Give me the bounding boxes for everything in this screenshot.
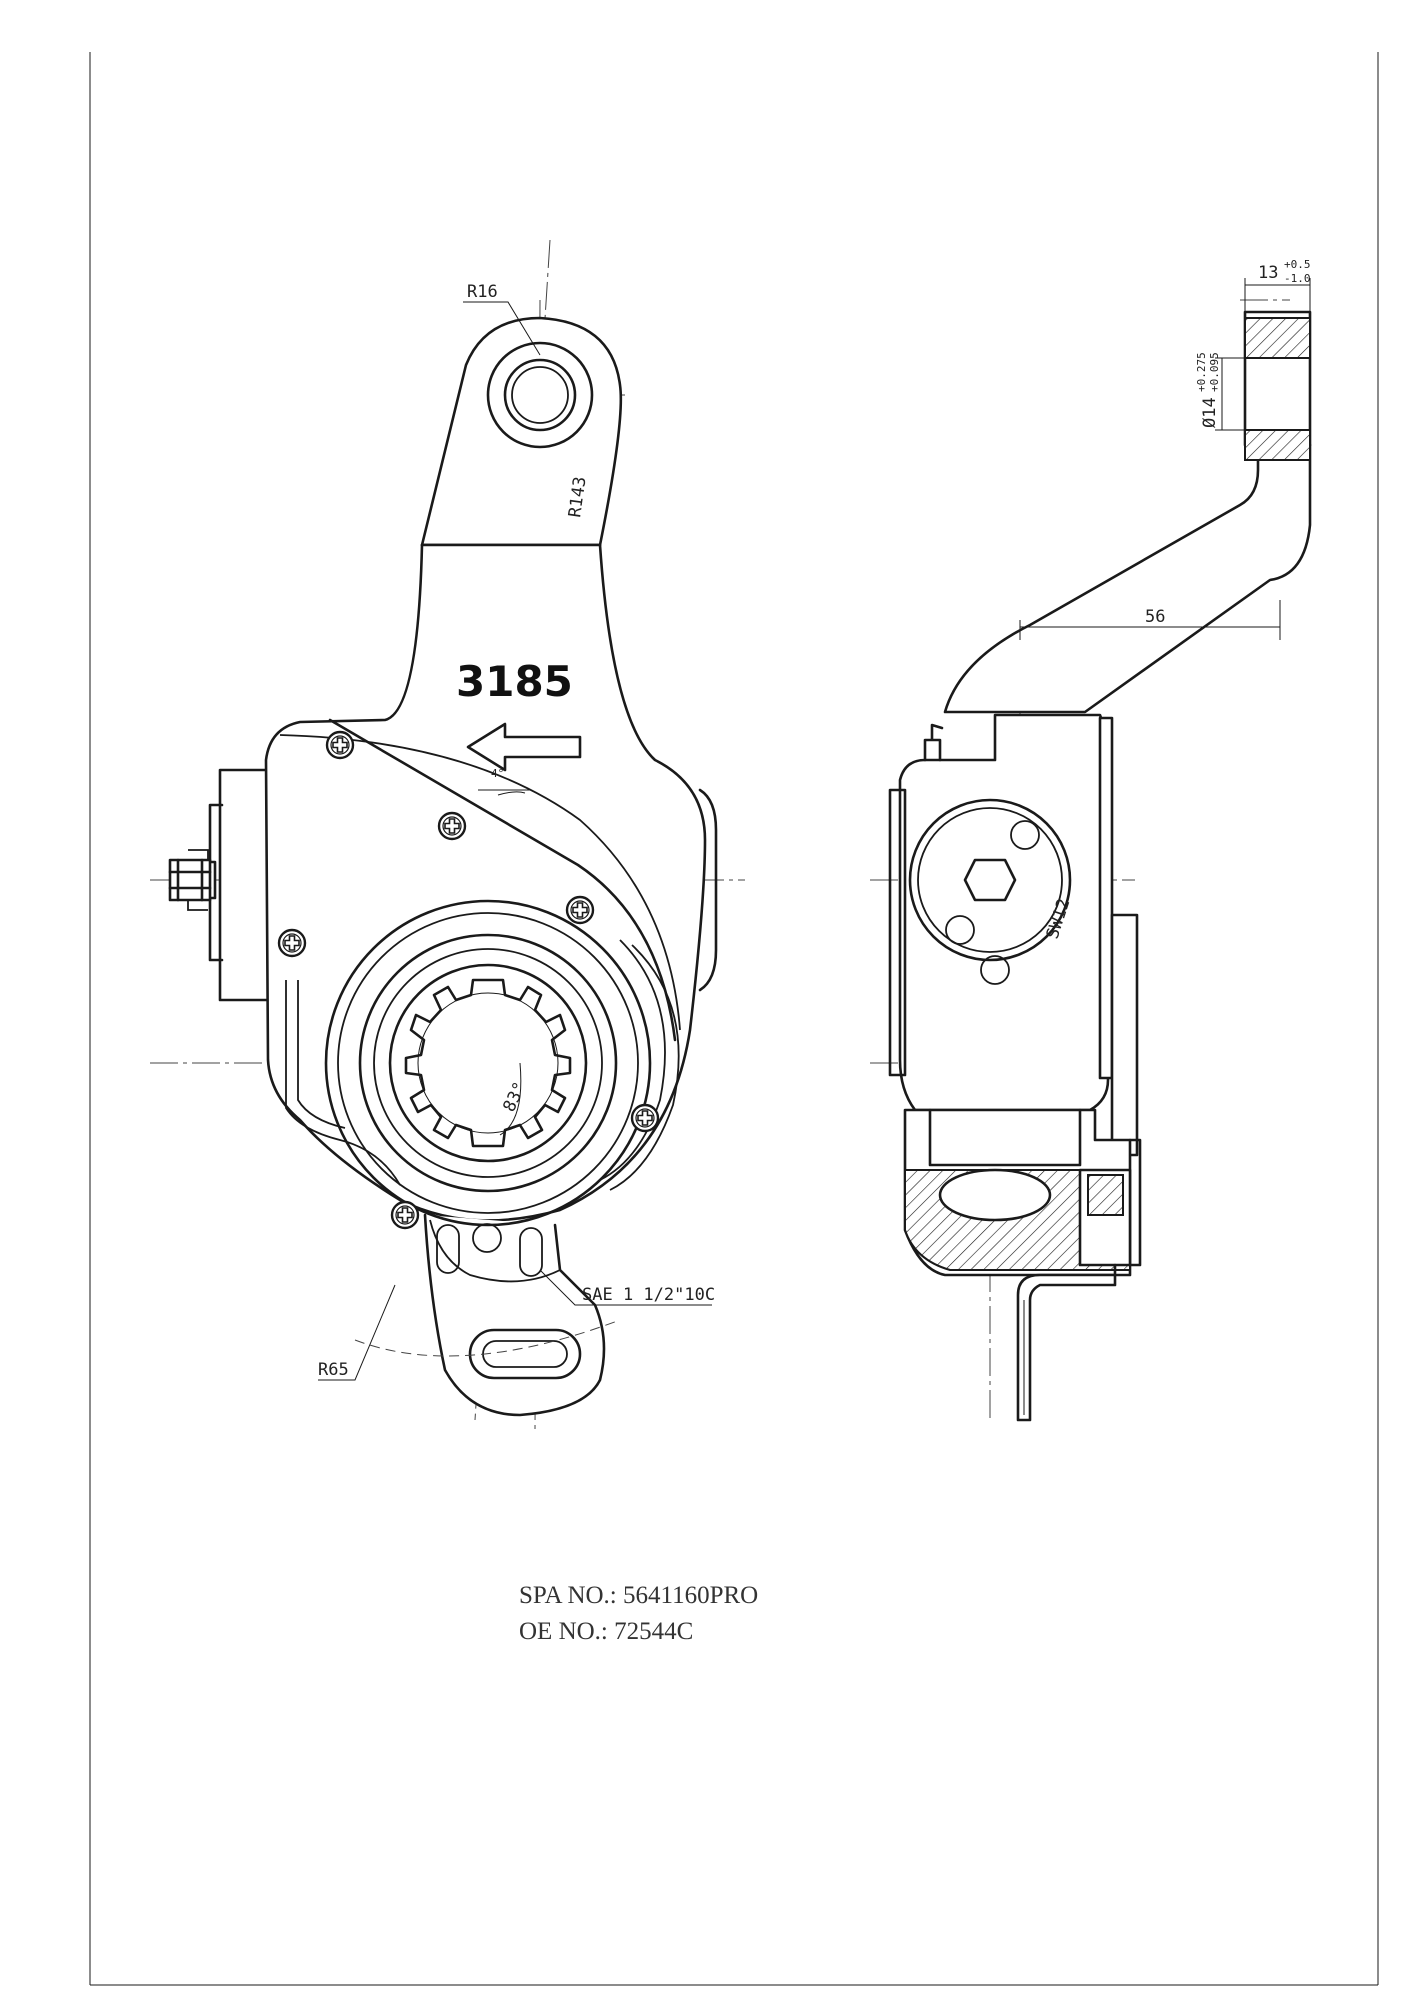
dim-angle-4: 4°: [491, 767, 504, 780]
sheet-frame: [89, 52, 1379, 1986]
screw-head-icon: [630, 1103, 660, 1133]
dim-bore-14: Ø14: [1200, 397, 1220, 428]
screw-head-icon: [390, 1200, 420, 1230]
screw-head-icon: [437, 811, 467, 841]
dim-bore-14-tol-upper: +0.275: [1195, 352, 1208, 392]
oe-number: OE NO.: 72544C: [519, 1618, 694, 1645]
dim-bore-14-tol-lower: +0.095: [1208, 352, 1221, 392]
dim-width-13-tol-lower: -1.0: [1284, 272, 1311, 285]
front-view: [150, 239, 745, 1431]
part-number: 3185: [456, 657, 573, 706]
screw-head-icon: [325, 730, 355, 760]
side-dimensions: [1019, 278, 1311, 640]
spa-number: SPA NO.: 5641160PRO: [519, 1582, 759, 1609]
dim-width-13-tol-upper: +0.5: [1284, 258, 1311, 271]
dim-width-13: 13: [1258, 263, 1278, 283]
dim-r65: R65: [318, 1360, 349, 1380]
dim-offset-56: 56: [1145, 607, 1165, 627]
dim-r16: R16: [467, 282, 498, 302]
side-view: [870, 299, 1312, 1422]
screw-head-icon: [277, 928, 307, 958]
dim-spline: SAE 1 1/2"10C: [582, 1285, 715, 1305]
screw-head-icon: [565, 895, 595, 925]
